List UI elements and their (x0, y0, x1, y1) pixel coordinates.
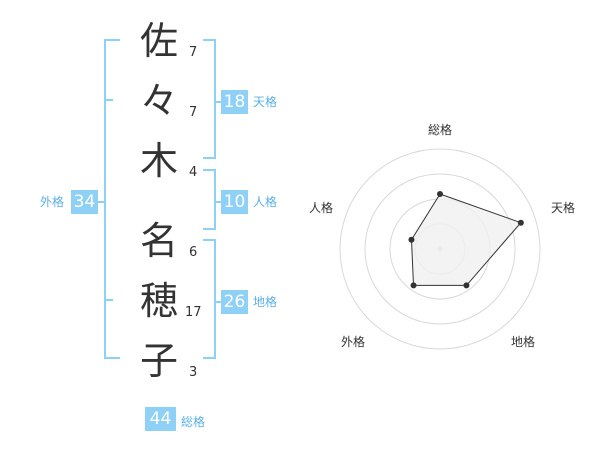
radar-point (517, 219, 524, 226)
stroke-count: 7 (189, 45, 198, 60)
name-char: 子 (140, 339, 179, 383)
gaikaku-label: 外格 (40, 195, 65, 209)
jinkaku-bracket (203, 169, 216, 230)
radar-point (463, 282, 470, 289)
stroke-count: 4 (189, 165, 198, 180)
chikaku-label: 地格 (253, 295, 278, 309)
radar-series-polygon (410, 193, 522, 286)
tenkaku-label: 天格 (253, 95, 278, 109)
radar-point (408, 236, 415, 243)
name-char: 名 (140, 219, 179, 263)
tenkaku-badge: 18 (221, 90, 248, 114)
radar-point (410, 282, 417, 289)
jinkaku-badge: 10 (221, 190, 248, 214)
tenkaku-bracket (203, 39, 216, 159)
stroke-count: 3 (189, 365, 198, 380)
radar-axis-label: 地格 (511, 335, 536, 349)
chikaku-badge: 26 (221, 290, 248, 314)
stroke-count: 7 (189, 105, 198, 120)
soukaku-label: 総格 (181, 415, 206, 429)
chikaku-bracket (203, 239, 216, 359)
name-char: 々 (140, 79, 179, 123)
name-char: 佐 (140, 19, 179, 63)
radar-axis-label: 外格 (341, 335, 366, 349)
gaikaku-badge: 34 (71, 190, 98, 214)
radar-point (437, 191, 443, 197)
radar-axis-label: 総格 (428, 123, 453, 137)
radar-ring (339, 148, 541, 350)
name-char: 木 (140, 139, 179, 183)
radar-axis-label: 天格 (551, 201, 576, 215)
gaikaku-bracket (104, 39, 120, 359)
soukaku-badge: 44 (145, 407, 176, 431)
stroke-count: 17 (185, 305, 202, 320)
radar-axis-label: 人格 (309, 201, 334, 215)
stroke-count: 6 (189, 245, 198, 260)
radar-ring (364, 173, 516, 325)
jinkaku-label: 人格 (253, 195, 278, 209)
name-char: 穂 (140, 279, 179, 323)
